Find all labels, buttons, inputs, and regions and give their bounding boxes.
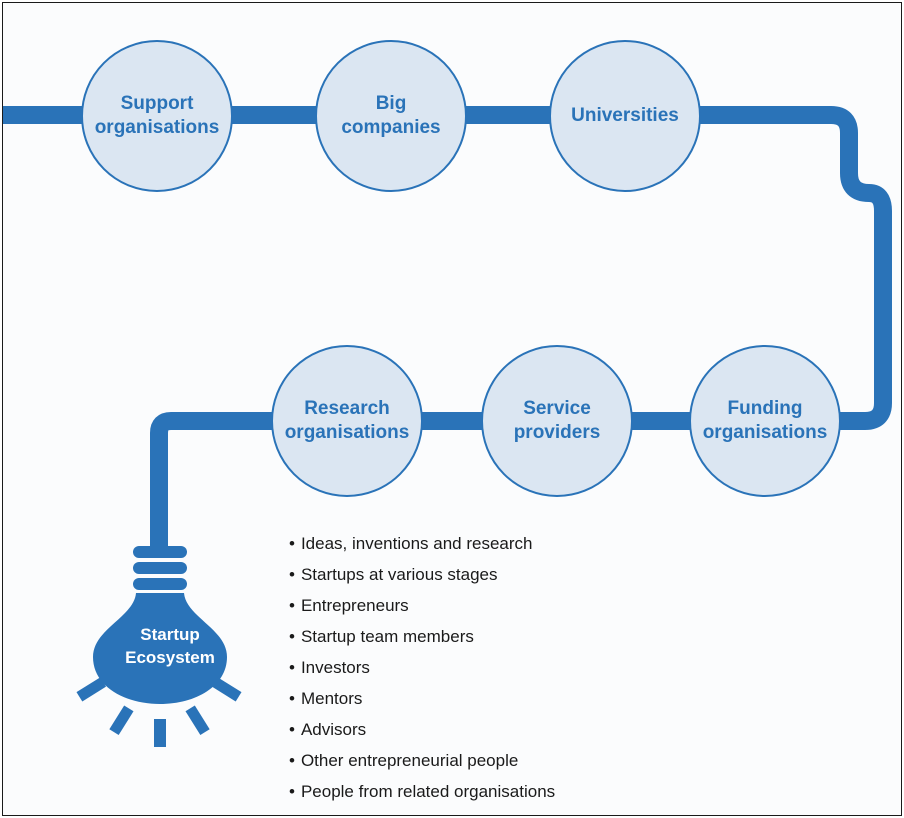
bulb-ray bbox=[109, 705, 134, 736]
bulb-glass bbox=[93, 593, 227, 704]
node-label: Big companies bbox=[341, 93, 441, 138]
node-label: Support organisations bbox=[94, 93, 220, 138]
node-label: Universities bbox=[571, 105, 679, 126]
node-funding-organisations: Funding organisations bbox=[689, 345, 841, 497]
bulb-label: Startup Ecosystem bbox=[125, 625, 215, 667]
list-item: Investors bbox=[289, 658, 555, 678]
bulb-ray bbox=[211, 677, 242, 702]
bulb-ray bbox=[154, 719, 166, 747]
list-item: Startups at various stages bbox=[289, 565, 555, 585]
ecosystem-list: Ideas, inventions and research Startups … bbox=[289, 534, 555, 813]
list-item: Entrepreneurs bbox=[289, 596, 555, 616]
bulb-rays bbox=[76, 677, 242, 747]
light-bulb-icon bbox=[76, 546, 242, 747]
node-universities: Universities bbox=[549, 40, 701, 192]
node-label: Funding organisations bbox=[702, 398, 828, 443]
list-item: Other entrepreneurial people bbox=[289, 751, 555, 771]
connector-pipe bbox=[3, 106, 892, 747]
list-item: Mentors bbox=[289, 689, 555, 709]
bulb-base-ring bbox=[133, 578, 187, 590]
node-research-organisations: Research organisations bbox=[271, 345, 423, 497]
bulb-base-ring bbox=[133, 546, 187, 558]
bulb-ray bbox=[76, 677, 107, 702]
node-label: Research organisations bbox=[284, 398, 410, 443]
list-item: Startup team members bbox=[289, 627, 555, 647]
list-item: Advisors bbox=[289, 720, 555, 740]
connector-line bbox=[3, 106, 892, 548]
bulb-ray bbox=[185, 705, 210, 736]
node-big-companies: Big companies bbox=[315, 40, 467, 192]
list-item: Ideas, inventions and research bbox=[289, 534, 555, 554]
node-label: Service providers bbox=[513, 398, 601, 443]
bulb-base-ring bbox=[133, 562, 187, 574]
list-item: People from related organisations bbox=[289, 782, 555, 802]
node-service-providers: Service providers bbox=[481, 345, 633, 497]
node-support-organisations: Support organisations bbox=[81, 40, 233, 192]
